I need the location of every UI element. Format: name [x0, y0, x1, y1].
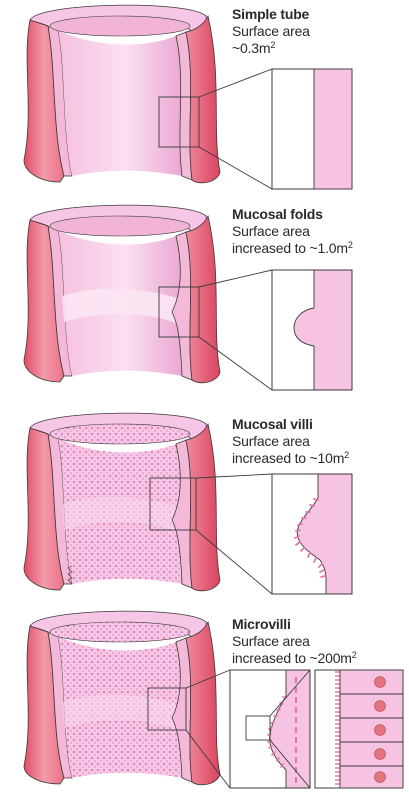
cell-nucleus [375, 772, 386, 783]
caption-line: Surface area [232, 23, 310, 40]
superscript: 2 [348, 240, 353, 250]
caption-microvilli: Microvilli Surface area increased to ~20… [232, 616, 357, 667]
caption-line: increased to ~200m2 [232, 650, 357, 667]
magnified-wall [314, 69, 352, 189]
panel-mucosal-villi: Mucosal villi Surface area increased to … [0, 408, 409, 604]
panel-title: Mucosal folds [232, 206, 353, 223]
caption-mucosal-folds: Mucosal folds Surface area increased to … [232, 206, 353, 257]
superscript: 2 [352, 650, 357, 660]
caption-mucosal-villi: Mucosal villi Surface area increased to … [232, 416, 349, 467]
caption-line: increased to ~1.0m2 [232, 240, 353, 257]
cell-nucleus [375, 677, 386, 688]
top-opening [50, 16, 190, 36]
caption-simple-tube: Simple tube Surface area ~0.3m2 [232, 6, 310, 57]
panel-title: Simple tube [232, 6, 310, 23]
epithelial-cells [340, 670, 403, 788]
caption-line: Surface area [232, 223, 353, 240]
superscript: 2 [344, 450, 349, 460]
panel-title: Mucosal villi [232, 416, 349, 433]
panel-title: Microvilli [232, 616, 357, 633]
cell-nucleus [375, 701, 386, 712]
inner-surface [58, 30, 182, 176]
panel-simple-tube: Simple tube Surface area ~0.3m2 [0, 0, 409, 200]
caption-line: Surface area [232, 633, 357, 650]
top-opening [50, 424, 190, 444]
cell-nucleus [375, 725, 386, 736]
outer-wall [186, 424, 220, 591]
superscript: 2 [270, 40, 275, 50]
outer-wall [186, 16, 220, 183]
caption-line: ~0.3m2 [232, 40, 310, 57]
surface-area-value: increased to ~200m [232, 650, 352, 666]
outer-wall [186, 216, 220, 383]
cell-nucleus [375, 749, 386, 760]
surface-area-value: ~0.3m [232, 40, 270, 56]
surface-area-value: increased to ~1.0m [232, 240, 348, 256]
top-opening [50, 622, 190, 642]
simple-tube-illustration [0, 0, 409, 200]
top-opening [50, 216, 190, 236]
panel-mucosal-folds: Mucosal folds Surface area increased to … [0, 200, 409, 400]
caption-line: increased to ~10m2 [232, 450, 349, 467]
panel-microvilli: Microvilli Surface area increased to ~20… [0, 606, 409, 793]
caption-line: Surface area [232, 433, 349, 450]
surface-area-value: increased to ~10m [232, 450, 344, 466]
outer-wall [186, 622, 220, 785]
